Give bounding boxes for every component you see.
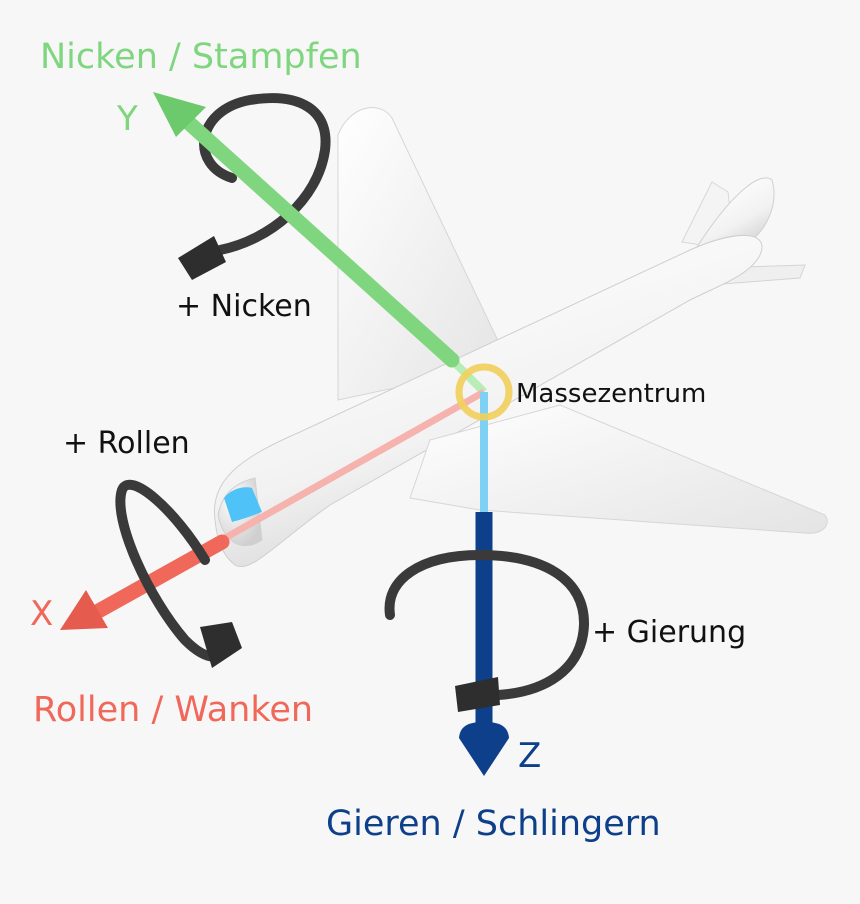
fuselage — [213, 234, 763, 568]
z-axis-arrowhead — [459, 722, 509, 776]
yaw-title: Gieren / Schlingern — [326, 804, 661, 844]
axis-z-label: Z — [518, 736, 541, 776]
axis-y-label: Y — [116, 99, 138, 139]
plus-roll-label: + Rollen — [63, 426, 190, 461]
plus-yaw-label: + Gierung — [592, 615, 746, 650]
pitch-title: Nicken / Stampfen — [40, 37, 362, 77]
cockpit-window — [224, 487, 262, 522]
y-axis-arrowhead — [153, 92, 206, 137]
axis-x-label: X — [30, 594, 53, 634]
center-of-mass-ring-icon — [455, 363, 513, 421]
roll-title: Rollen / Wanken — [33, 690, 313, 730]
plus-pitch-label: + Nicken — [176, 289, 312, 324]
yaw-rotation-arrow-icon — [384, 549, 590, 712]
x-axis-arrowhead — [60, 590, 108, 630]
center-of-mass-label: Massezentrum — [516, 379, 706, 409]
roll-rotation-arrow-icon — [115, 479, 242, 668]
airplane-icon — [213, 107, 828, 568]
lower-wing — [409, 404, 828, 534]
